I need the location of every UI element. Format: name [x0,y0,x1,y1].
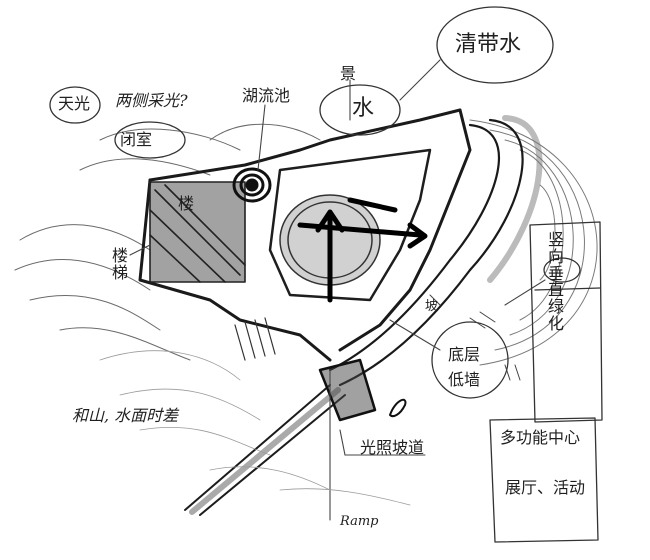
ramp-band [328,115,543,387]
pond-label: 湖流池 [242,86,291,105]
multi-function-label: 多功能中心 [500,428,581,447]
skylight-label: 天光 [58,94,91,113]
contour-lines-left [14,123,321,361]
entrance-block [318,358,377,422]
slope-ticks [429,294,521,381]
clear-water-label: 清带水 [455,32,522,57]
pencil-shading [99,350,411,506]
ground-floor-label: 底层 [448,345,481,364]
contour-lines-right [469,119,598,366]
building-outline [138,108,472,362]
courtyard-frame [268,148,432,302]
stairs-label: 楼梯 [112,246,129,282]
water-circle [319,84,401,136]
leader-lines [129,59,546,521]
water-label: 水 [352,96,375,121]
ramp-label: Ramp [340,514,379,529]
hall-activity-label: 展厅、活动 [505,478,586,497]
flow-arrows [297,197,428,303]
sun-question-label: 两侧采光? [115,91,188,110]
left-block [149,181,246,283]
note-boxes [489,221,603,543]
annotation-circles [49,6,581,399]
vertical-garden-label: 竖向垂直绿化 [548,230,565,333]
stair-hatch [234,317,276,361]
pond-swirl [232,167,272,203]
ramp-beam [184,384,346,516]
closed-room-label: 闭室 [120,130,153,149]
tower-label: 楼 [178,194,195,213]
low-wall-label: 低墙 [448,370,481,389]
landscape-label: 景 [340,64,357,83]
slope-label: 坡 [425,299,439,314]
light-ramp-label: 光照坡道 [360,438,425,457]
mountain-note-label: 和山, 水面时差 [72,406,179,425]
leaf-mark [389,398,407,418]
